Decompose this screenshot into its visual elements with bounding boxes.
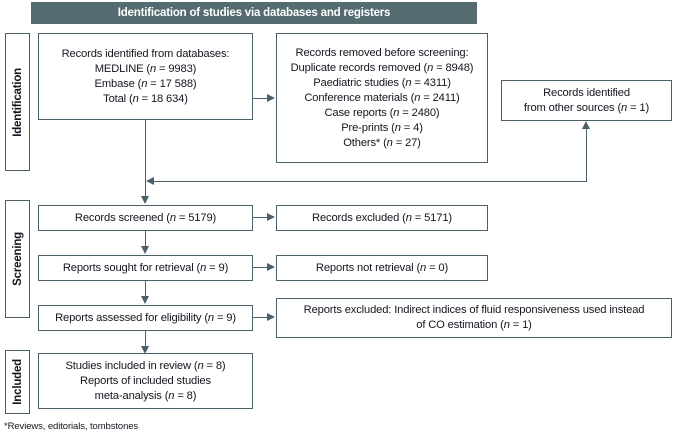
connector-screened-down	[145, 231, 147, 248]
box-records-removed-line-6: Others* (n = 27)	[343, 136, 421, 149]
box-reports-not-retrieved: Reports not retrieval (n = 0)	[276, 255, 488, 281]
box-records-removed-line-1: Duplicate records removed (n = 8948)	[290, 61, 474, 74]
connector-assessed-to-excluded	[253, 317, 268, 319]
box-reports-assessed-line-0: Reports assessed for eligibility (n = 9)	[55, 311, 236, 324]
box-records-excluded: Records excluded (n = 5171)	[276, 205, 488, 231]
stage-label-screening: Screening	[5, 200, 30, 318]
stage-label-identification-text: Identification	[11, 67, 24, 137]
box-records-identified-line-2: Embase (n = 17 588)	[94, 77, 197, 90]
box-records-identified-line-1: MEDLINE (n = 9983)	[94, 62, 197, 75]
box-records-identified-line-0: Records identified from databases:	[61, 47, 230, 60]
box-records-removed-line-5: Pre-prints (n = 4)	[341, 121, 423, 134]
stage-label-identification: Identification	[5, 33, 30, 171]
stage-label-included: Included	[5, 350, 30, 414]
connector-other-sources-join	[153, 181, 587, 183]
box-reports-excluded: Reports excluded: Indirect indices of fl…	[276, 298, 672, 338]
box-other-sources-line-0: Records identified	[543, 86, 630, 99]
arrowhead-other-sources-join	[146, 176, 154, 185]
box-other-sources-line-1: from other sources (n = 1)	[523, 101, 650, 114]
arrowhead-sought-to-not-retrieved	[267, 262, 275, 271]
box-studies-included: Studies included in review (n = 8) Repor…	[38, 353, 253, 409]
box-reports-not-retrieved-line-0: Reports not retrieval (n = 0)	[315, 261, 449, 274]
box-records-removed-line-2: Paediatric studies (n = 4311)	[313, 76, 451, 89]
box-records-screened: Records screened (n = 5179)	[38, 205, 253, 231]
diagram-banner-title: Identification of studies via databases …	[31, 2, 477, 24]
box-reports-excluded-line-0: Reports excluded: Indirect indices of fl…	[303, 304, 645, 316]
box-records-removed-line-3: Conference materials (n = 2411)	[304, 91, 460, 104]
connector-screened-to-excluded	[253, 217, 268, 219]
stage-label-screening-text: Screening	[11, 232, 24, 286]
stage-label-included-text: Included	[11, 359, 24, 405]
box-studies-included-line-0: Studies included in review (n = 8)	[65, 359, 226, 372]
connector-identified-to-removed	[253, 98, 268, 100]
box-records-excluded-line-0: Records excluded (n = 5171)	[312, 211, 452, 224]
arrowhead-identified-down	[140, 196, 149, 204]
box-records-removed-line-0: Records removed before screening:	[295, 46, 469, 59]
box-records-identified-line-3: Total (n = 18 634)	[103, 92, 188, 105]
connector-assessed-down	[145, 331, 147, 348]
box-reports-excluded-line-1: of CO estimation (n = 1)	[416, 319, 532, 331]
arrowhead-sought-down	[140, 296, 149, 304]
box-records-identified: Records identified from databases: MEDLI…	[38, 33, 253, 120]
arrowhead-identified-to-removed	[267, 93, 275, 102]
box-reports-sought: Reports sought for retrieval (n = 9)	[38, 255, 253, 281]
connector-other-sources-up	[586, 129, 588, 182]
footnote-text: *Reviews, editorials, tombstones	[4, 421, 139, 432]
arrowhead-other-sources-up	[581, 121, 590, 129]
arrowhead-screened-down	[140, 246, 149, 254]
box-other-sources: Records identified from other sources (n…	[501, 80, 672, 121]
arrowhead-screened-to-excluded	[267, 212, 275, 221]
arrowhead-assessed-down	[140, 346, 149, 354]
connector-sought-down	[145, 281, 147, 298]
connector-identified-down	[145, 120, 147, 198]
box-studies-included-line-1: Reports of included studies	[80, 374, 211, 387]
box-records-removed-line-4: Case reports (n = 2480)	[324, 106, 440, 119]
connector-sought-to-not-retrieved	[253, 267, 268, 269]
box-records-screened-line-0: Records screened (n = 5179)	[74, 211, 217, 224]
box-studies-included-line-2: meta-analysis (n = 8)	[94, 389, 197, 402]
box-reports-assessed: Reports assessed for eligibility (n = 9)	[38, 305, 253, 331]
arrowhead-assessed-to-excluded	[267, 312, 275, 321]
box-records-removed: Records removed before screening: Duplic…	[276, 33, 488, 163]
box-reports-sought-line-0: Reports sought for retrieval (n = 9)	[62, 261, 229, 274]
